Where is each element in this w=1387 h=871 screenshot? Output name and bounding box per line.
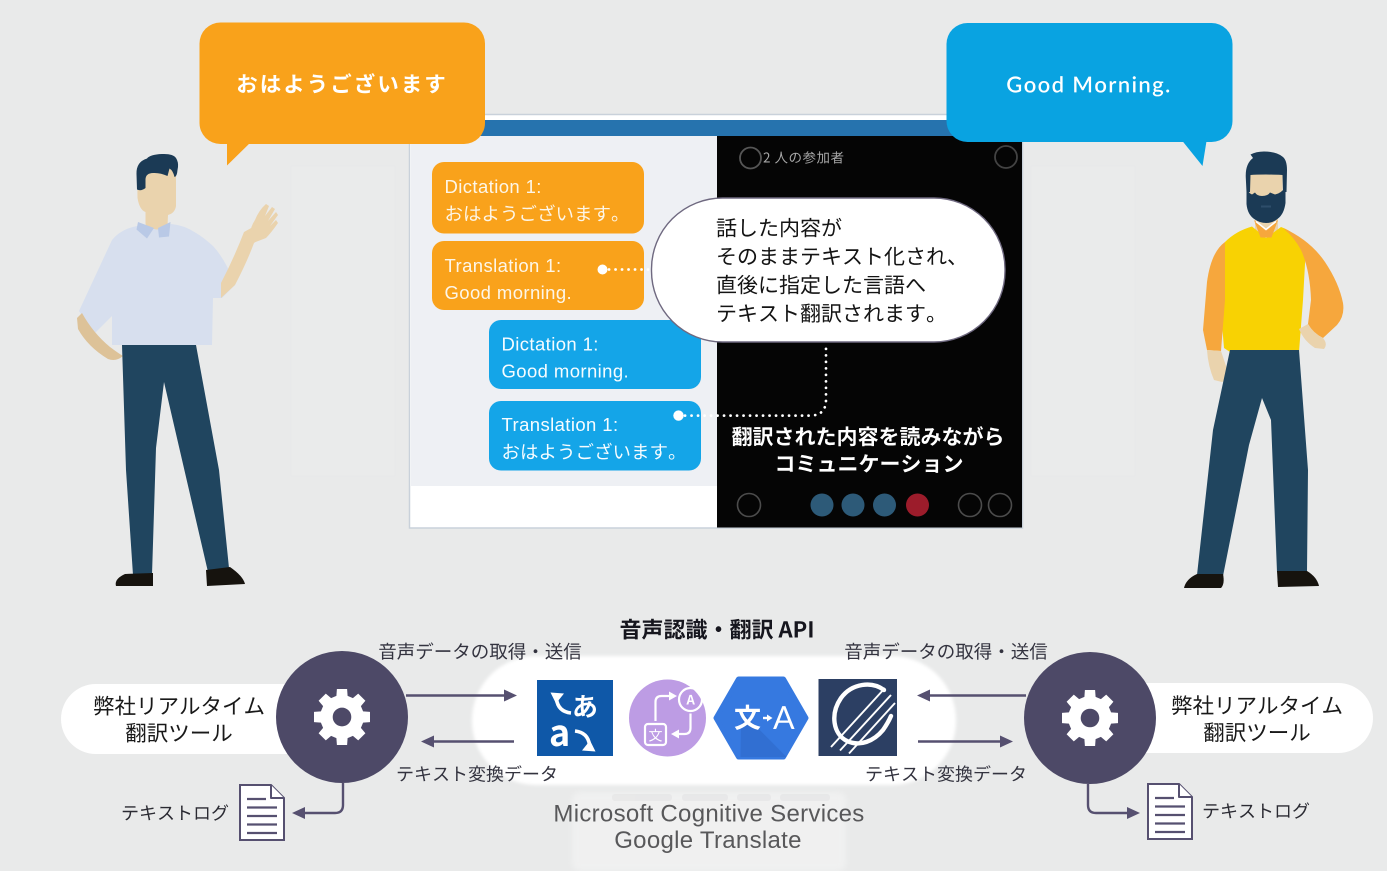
- svg-text:Dictation 1:: Dictation 1:: [445, 176, 542, 197]
- svg-text:Google Translate: Google Translate: [614, 827, 802, 854]
- svg-text:Translation 1:: Translation 1:: [445, 255, 562, 276]
- svg-text:Dictation 1:: Dictation 1:: [502, 334, 599, 355]
- svg-text:Good morning.: Good morning.: [502, 361, 630, 382]
- svg-text:Microsoft Cognitive Services: Microsoft Cognitive Services: [553, 801, 864, 828]
- svg-text:Translation 1:: Translation 1:: [502, 414, 619, 435]
- svg-text:Good morning.: Good morning.: [445, 282, 573, 303]
